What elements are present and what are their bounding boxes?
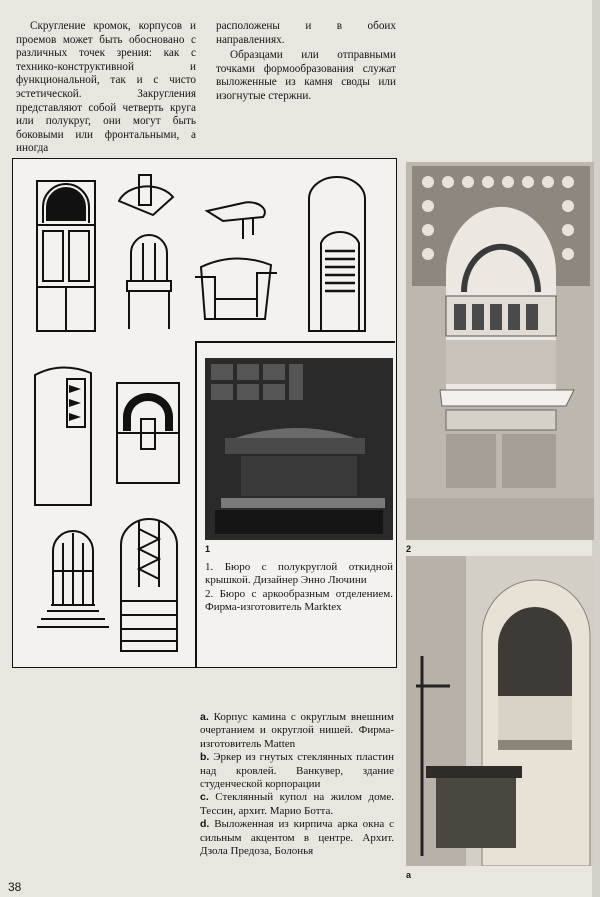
- intro-right-paragraph-2: Образцами или отправными точками формооб…: [216, 49, 396, 102]
- arched-cabinet-sketch: [36, 180, 96, 332]
- arched-front-cabinet-sketch: [116, 382, 180, 484]
- armchair-sketch: [195, 257, 277, 320]
- caption-c: c. Стеклянный купол на жилом доме. Тесси…: [200, 791, 394, 818]
- caption-c-text: Стеклянный купол на жилом доме. Тессин, …: [200, 791, 394, 817]
- caption-d-text: Выложенная из кирпича арка окна с сильны…: [200, 818, 394, 858]
- rounded-secretary-sketch: [34, 366, 92, 506]
- roll-top-cabinet-sketch: [308, 176, 366, 332]
- caption-item-1: 1. Бюро с полукруглой откидной крышкой. …: [205, 561, 393, 587]
- captions-photos-1-2: 1. Бюро с полукруглой откидной крышкой. …: [205, 561, 393, 615]
- caption-item-2: 2. Бюро с аркообразным отделением. Фирма…: [205, 587, 393, 614]
- caption-a-letter: a.: [200, 711, 209, 723]
- photo-arched-bureau: [406, 162, 594, 540]
- folding-table-sketch: [204, 201, 266, 239]
- photo-fireplace-casing: [406, 556, 594, 866]
- captions-a-d: a. Корпус камина с округлым внешним очер…: [200, 711, 394, 858]
- intro-left-column: Скругление кромок, корпусов и проемов мо…: [16, 20, 196, 156]
- caption-d-letter: d.: [200, 818, 210, 831]
- tall-arched-cabinet-sketch: [120, 518, 178, 652]
- page-edge: [592, 0, 600, 897]
- caption-d: d. Выложенная из кирпича арка окна с сил…: [200, 818, 394, 858]
- intro-right-column: расположены и в обоих направлениях. Обра…: [216, 20, 396, 104]
- intro-left-paragraph: Скругление кромок, корпусов и проемов мо…: [16, 20, 196, 155]
- intro-right-paragraph-1: расположены и в обоих направлениях.: [216, 20, 396, 46]
- caption-a-text: Корпус камина с округлым внешним очертан…: [200, 711, 395, 750]
- frame-divider-vertical: [195, 341, 197, 667]
- half-round-table-sketch: [117, 174, 175, 217]
- arched-chair-sketch: [126, 234, 172, 329]
- photo-a-letter: a: [406, 870, 412, 880]
- frame-divider-horizontal: [195, 341, 395, 343]
- sketch-frame: [12, 158, 397, 668]
- arched-window-stairs-sketch: [37, 530, 109, 628]
- photo-bureau-roll-top: [205, 358, 393, 540]
- page-number: 38: [8, 880, 22, 894]
- caption-b-text: Эркер из гнутых стеклянных пластин над к…: [200, 751, 394, 791]
- caption-a: a. Корпус камина с округлым внешним очер…: [200, 711, 394, 751]
- photo2-number: 2: [406, 544, 412, 554]
- caption-b-letter: b.: [200, 751, 210, 764]
- caption-b: b. Эркер из гнутых стеклянных пластин на…: [200, 751, 394, 791]
- caption-c-letter: c.: [200, 791, 209, 804]
- photo1-number: 1: [205, 544, 211, 554]
